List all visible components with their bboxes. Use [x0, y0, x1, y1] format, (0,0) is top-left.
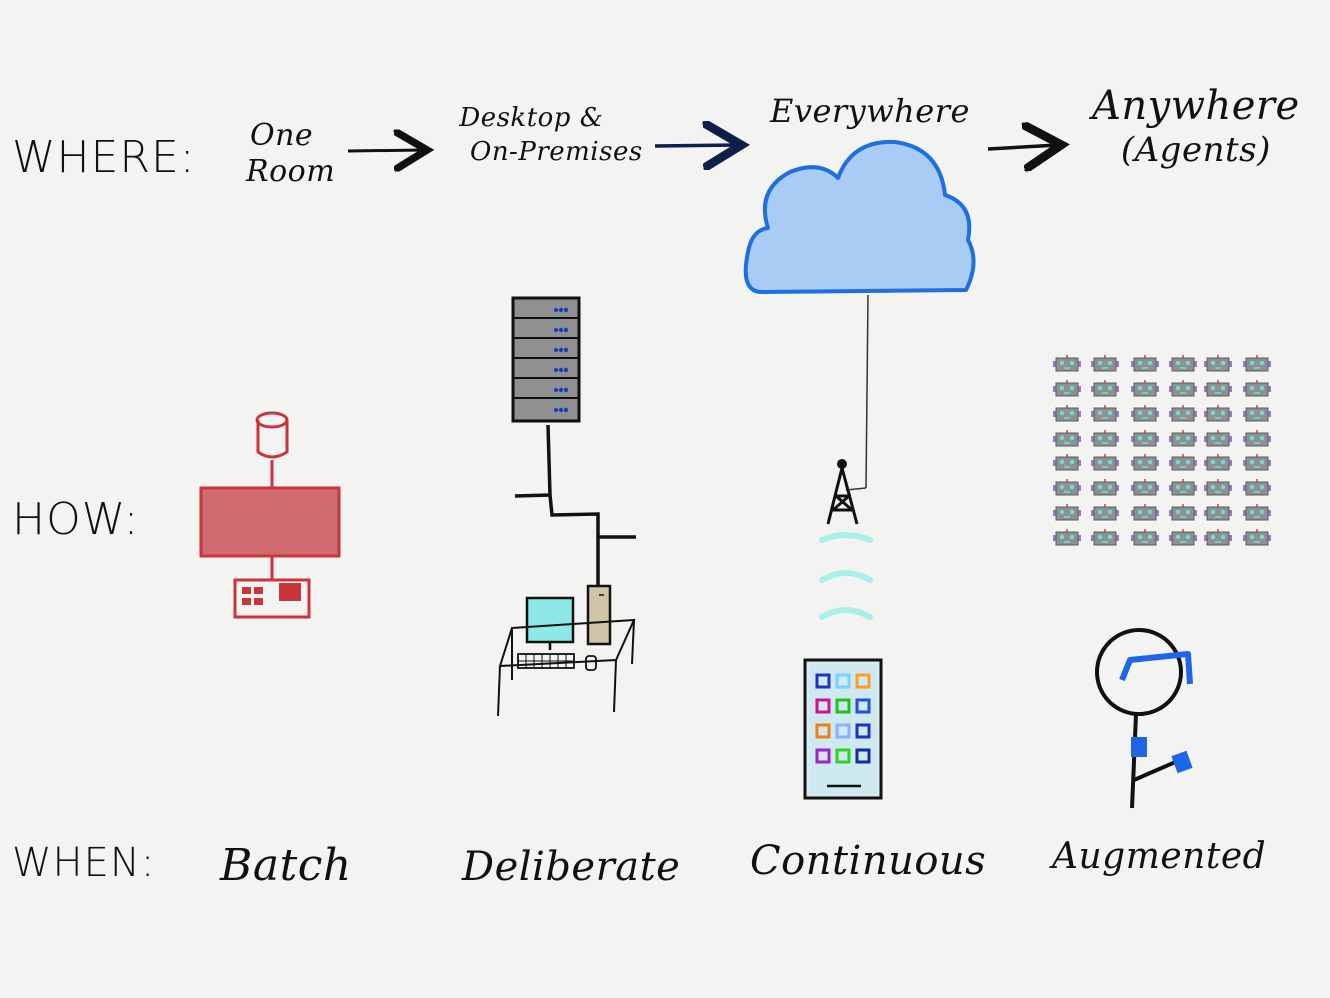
one-room-line-1: One — [250, 118, 314, 153]
augmented-person-icon — [1095, 628, 1193, 809]
robot-icon — [1204, 355, 1232, 372]
robot-icon — [1053, 504, 1081, 521]
robot-icon — [1243, 380, 1271, 397]
cloud-icon — [743, 139, 976, 491]
smartphone-icon — [803, 658, 883, 800]
robot-icon — [1053, 479, 1081, 496]
robot-grid-icon — [1053, 355, 1271, 546]
batch-label: Batch — [220, 840, 352, 891]
anywhere-line-1: Anywhere — [1092, 83, 1300, 129]
signal-waves-icon — [819, 532, 873, 620]
deliberate-label: Deliberate — [462, 844, 681, 890]
robot-icon — [1204, 529, 1232, 546]
robot-icon — [1169, 454, 1197, 471]
robot-icon — [1131, 380, 1159, 397]
where-row-label: WHERE: — [12, 132, 196, 183]
everywhere-label: Everywhere — [770, 92, 970, 130]
robot-icon — [1131, 479, 1159, 496]
desktop-line-2: On-Premises — [470, 136, 643, 167]
robot-icon — [1169, 529, 1197, 546]
robot-icon — [1053, 430, 1081, 447]
continuous-label: Continuous — [750, 838, 987, 884]
robot-icon — [1131, 355, 1159, 372]
robot-icon — [1131, 529, 1159, 546]
robot-icon — [1204, 454, 1232, 471]
how-row-label: HOW: — [12, 494, 140, 545]
robot-icon — [1169, 430, 1197, 447]
robot-icon — [1204, 504, 1232, 521]
robot-icon — [1053, 529, 1081, 546]
robot-icon — [1053, 380, 1081, 397]
anywhere-agents-label: Anywhere (Agents) — [1092, 82, 1300, 171]
robot-icon — [1169, 504, 1197, 521]
robot-icon — [1243, 529, 1271, 546]
robot-icon — [1053, 405, 1081, 422]
robot-icon — [1091, 430, 1119, 447]
mainframe-icon — [199, 411, 341, 619]
robot-icon — [1091, 479, 1119, 496]
arrow-desktop-to-everywhere — [654, 145, 738, 146]
robot-icon — [1243, 479, 1271, 496]
robot-icon — [1053, 454, 1081, 471]
robot-icon — [1243, 405, 1271, 422]
augmented-label: Augmented — [1052, 836, 1267, 877]
robot-icon — [1091, 529, 1119, 546]
desktop-line-1: Desktop & — [459, 103, 604, 133]
robot-icon — [1243, 454, 1271, 471]
arrow-everywhere-to-anywhere — [987, 145, 1058, 149]
robot-icon — [1131, 504, 1159, 521]
robot-icon — [1243, 430, 1271, 447]
robot-icon — [1091, 454, 1119, 471]
robot-icon — [1131, 405, 1159, 422]
robot-icon — [1091, 380, 1119, 397]
robot-icon — [1169, 405, 1197, 422]
server-rack-icon — [511, 296, 636, 585]
arrow-one-room-to-desktop — [347, 150, 424, 151]
robot-icon — [1243, 355, 1271, 372]
cell-tower-icon — [826, 459, 859, 525]
robot-icon — [1204, 380, 1232, 397]
when-row-label: WHEN: — [12, 840, 156, 886]
robot-icon — [1053, 355, 1081, 372]
robot-icon — [1091, 405, 1119, 422]
robot-icon — [1169, 380, 1197, 397]
anywhere-line-2: (Agents) — [1120, 130, 1271, 170]
robot-icon — [1091, 504, 1119, 521]
robot-icon — [1131, 430, 1159, 447]
one-room-line-2: Room — [246, 154, 336, 189]
robot-icon — [1131, 454, 1159, 471]
robot-icon — [1169, 355, 1197, 372]
robot-icon — [1204, 430, 1232, 447]
robot-icon — [1204, 479, 1232, 496]
robot-icon — [1243, 504, 1271, 521]
robot-icon — [1091, 355, 1119, 372]
robot-icon — [1169, 479, 1197, 496]
desktop-on-premises-label: Desktop & On-Premises — [440, 102, 643, 170]
robot-icon — [1204, 405, 1232, 422]
desktop-computer-icon — [497, 584, 636, 717]
one-room-label: One Room — [228, 118, 335, 190]
